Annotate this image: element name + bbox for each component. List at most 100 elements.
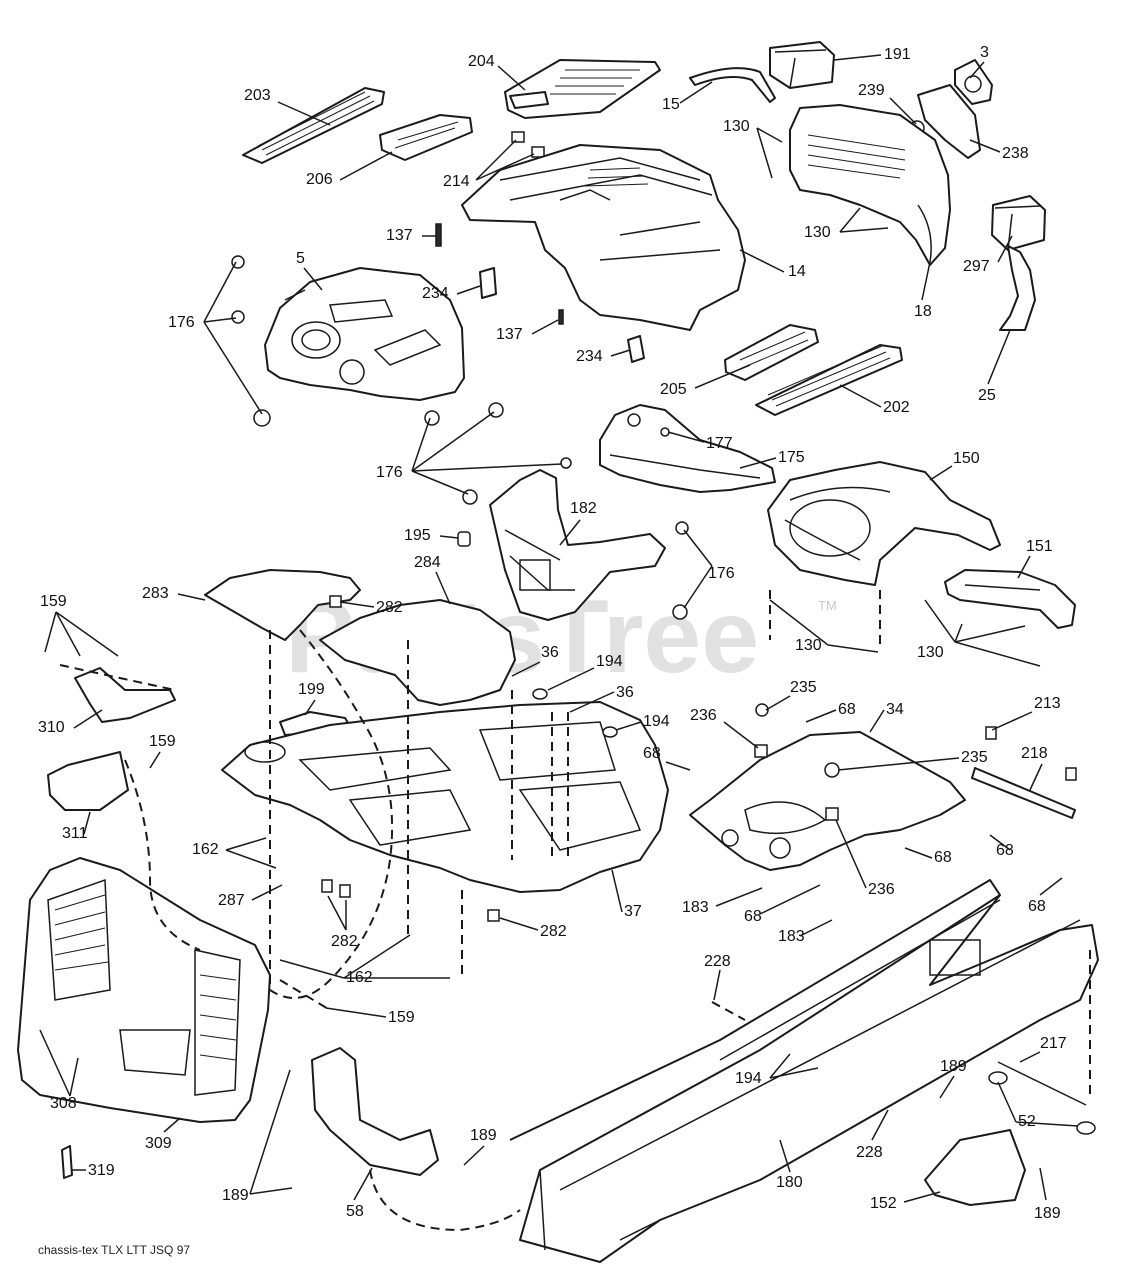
callout-204: 204 [468,53,495,70]
callout-68: 68 [643,745,661,762]
callout-162: 162 [192,841,219,858]
part-15-strip [689,67,776,103]
part-137-pin-b [558,309,564,325]
part-235-washer-a [755,703,769,717]
part-217-rod [988,1061,1096,1135]
callout-284: 284 [414,554,441,571]
callout-297: 297 [963,258,990,275]
part-204-hood-vent [504,59,661,119]
callout-34: 34 [886,701,904,718]
callout-177: 177 [706,435,733,452]
callout-152: 152 [870,1195,897,1212]
leader-lines [39,54,1079,1203]
part-191-foam-block [769,41,835,89]
callout-189: 189 [940,1058,967,1075]
part-37-footrest [221,701,669,893]
part-214-clip-a [511,131,525,143]
callout-199: 199 [298,681,325,698]
callout-308: 308 [50,1095,77,1112]
part-25-flap [999,245,1036,331]
callout-36: 36 [541,644,559,661]
callout-137: 137 [496,326,523,343]
callout-218: 218 [1021,745,1048,762]
callout-202: 202 [883,399,910,416]
callout-206: 206 [306,171,333,188]
callout-235: 235 [790,679,817,696]
callout-287: 287 [218,892,245,909]
callout-175: 175 [778,449,805,466]
part-319-clip [61,1145,73,1179]
callout-37: 37 [624,903,642,920]
callout-228: 228 [704,953,731,970]
callout-236: 236 [690,707,717,724]
callout-283: 283 [142,585,169,602]
callout-58: 58 [346,1203,364,1220]
part-309-grille-frame [17,857,271,1123]
callout-235: 235 [961,749,988,766]
callout-217: 217 [1040,1035,1067,1052]
callout-68: 68 [934,849,952,866]
part-282-clip-a [329,595,342,608]
part-14-hood [461,144,746,331]
part-34-mounting-plate [689,731,966,871]
callout-282: 282 [540,923,567,940]
callout-282: 282 [376,599,403,616]
watermark-tm: TM [818,598,837,613]
diagram-reference-code: chassis-tex TLX LTT JSQ 97 [38,1243,190,1257]
callout-130: 130 [804,224,831,241]
callout-311: 311 [62,825,88,842]
part-282-clip-c [339,884,351,898]
callout-194: 194 [735,1070,762,1087]
callout-130: 130 [917,644,944,661]
part-282-clip-b [321,879,333,893]
callout-205: 205 [660,381,687,398]
part-236-spacer-b [825,807,839,821]
part-175-console-bracket [599,404,776,493]
callout-176: 176 [376,464,403,481]
callout-319: 319 [88,1162,115,1179]
callout-239: 239 [858,82,885,99]
part-182-seat-bracket [489,469,666,621]
callout-130: 130 [795,637,822,654]
part-311-bracket [47,751,129,811]
callout-130: 130 [723,118,750,135]
callout-68: 68 [744,908,762,925]
callout-150: 150 [953,450,980,467]
part-195-cap [457,531,471,547]
callout-159: 159 [149,733,176,750]
part-151-bracket [944,569,1076,629]
callout-176: 176 [168,314,195,331]
callout-180: 180 [776,1174,803,1191]
callout-234: 234 [576,348,603,365]
part-297-foam-block [991,195,1046,251]
part-214-clip-b [531,146,545,158]
callout-25: 25 [978,387,996,404]
part-194-grommet-a [532,688,548,700]
callout-15: 15 [662,96,680,113]
part-18-nose-housing [789,104,951,266]
callout-5: 5 [296,250,305,267]
callout-3: 3 [980,44,989,61]
callout-labels: 203 204 191 3 206 214 15 130 239 238 137… [38,44,1067,1222]
callout-159: 159 [40,593,67,610]
part-202-grille-strip [755,344,903,416]
callout-68: 68 [1028,898,1046,915]
callout-151: 151 [1026,538,1053,555]
callout-214: 214 [443,173,470,190]
callout-68: 68 [996,842,1014,859]
callout-236: 236 [868,881,895,898]
callout-68: 68 [838,701,856,718]
part-3-bracket [954,59,993,105]
part-137-pin-a [435,223,442,247]
callout-238: 238 [1002,145,1029,162]
routing-dashes [59,590,1091,1232]
part-205-duct [724,324,819,381]
part-238-front-nose [917,84,981,159]
callout-189: 189 [1034,1205,1061,1222]
callout-52: 52 [1018,1113,1036,1130]
callout-195: 195 [404,527,431,544]
callout-159: 159 [388,1009,415,1026]
part-5-dash-panel [264,267,465,401]
callout-228: 228 [856,1144,883,1161]
